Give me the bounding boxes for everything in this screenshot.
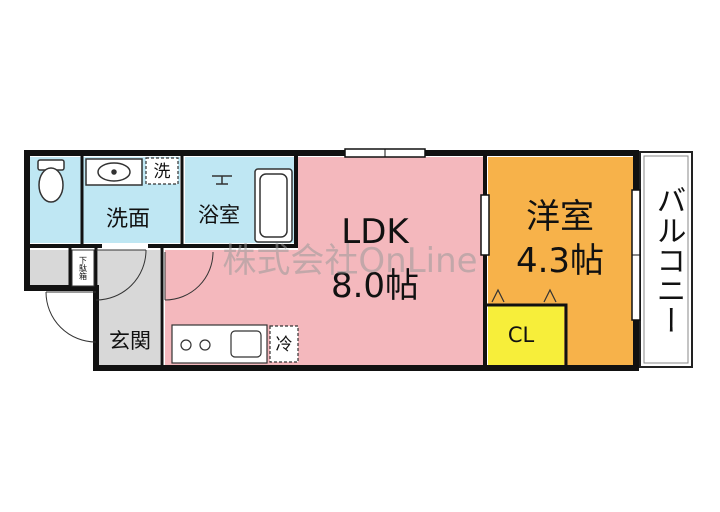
ldk-door [164,251,214,301]
washer-label: 洗 [154,162,171,182]
ldk-room [298,157,483,365]
entrance-door [45,291,97,343]
wash-basin [85,158,143,186]
fridge-label: 冷 [276,335,293,355]
watermark: 株式会社OnLine [222,241,477,281]
fridge-slot: 冷 [269,325,299,363]
washroom-name: 洗面 [106,207,150,232]
closet-name: CL [508,323,535,347]
storage-corner [30,250,70,285]
windows [344,148,641,321]
bedroom-size: 4.3帖 [516,241,604,281]
shower-icon [212,175,232,185]
walls [24,150,639,371]
toilet-fixture [37,159,65,203]
balcony-label: バルコニー [651,185,686,335]
entrance-name: 玄関 [109,329,151,353]
shoe-box: 下駄箱 [71,249,95,287]
entrance-area [98,250,160,365]
shoe-box-label: 下駄箱 [79,256,88,281]
closet-doors [491,288,557,303]
ldk-name: LDK [341,212,410,252]
balcony: バルコニー [639,151,693,368]
ldk-size: 8.0帖 [331,266,419,306]
closet [488,305,564,365]
washroom-door [95,249,147,301]
kitchen-counter [171,324,268,364]
bathtub [254,168,293,243]
washer-slot: 洗 [145,157,179,185]
bathroom-name: 浴室 [198,203,240,227]
bedroom-name: 洋室 [526,197,594,237]
